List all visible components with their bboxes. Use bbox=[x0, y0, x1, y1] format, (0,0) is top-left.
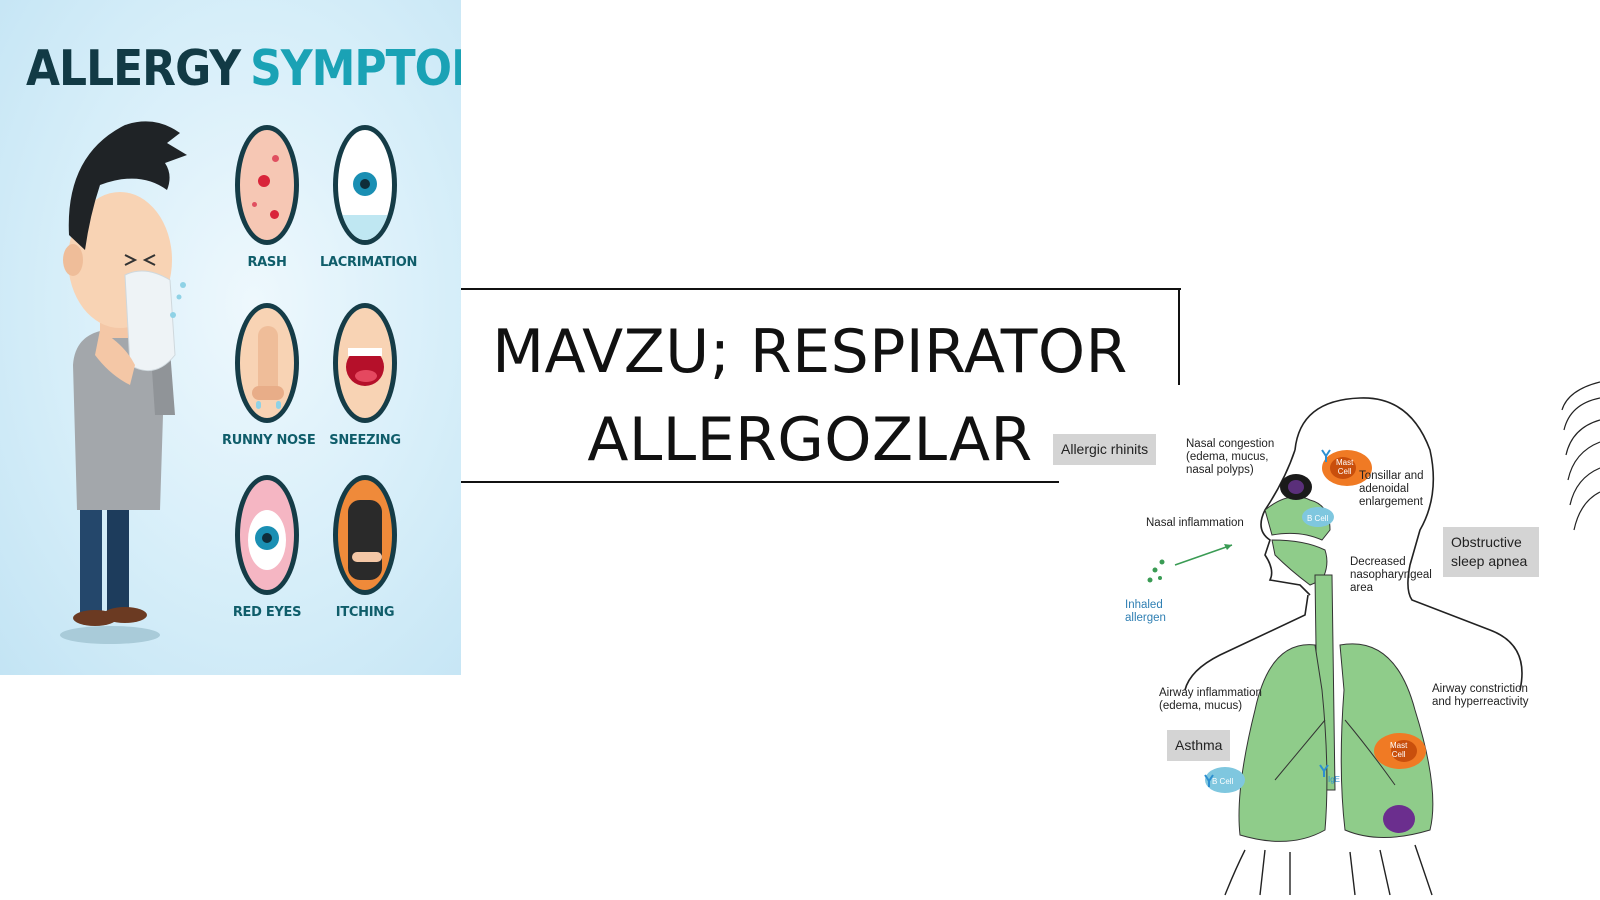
decreased-line3: area bbox=[1350, 582, 1374, 594]
symptom-label: RED EYES bbox=[232, 605, 302, 620]
tonsillar-line1: Tonsillar and bbox=[1359, 470, 1424, 482]
ige-label: IgE bbox=[1328, 775, 1341, 784]
respiratory-allergy-diagram: Allergic rhinits Obstructive sleep apnea… bbox=[1053, 390, 1600, 900]
decreased-nasopharyngeal-label: Decreased nasopharyngeal area bbox=[1350, 556, 1432, 595]
respiratory-tract-illustration bbox=[1147, 397, 1523, 896]
title-frame-bottom-line bbox=[461, 481, 1059, 483]
obstructive-sleep-apnea-label: Obstructive sleep apnea bbox=[1443, 527, 1539, 577]
symptom-label: RASH bbox=[247, 255, 287, 270]
inhaled-line2: allergen bbox=[1125, 612, 1166, 624]
slide-title: MAVZU; RESPIRATOR ALLERGOZLAR bbox=[480, 308, 1140, 484]
decreased-line2: nasopharyngeal bbox=[1350, 569, 1432, 581]
poster-title-part1: ALLERGY bbox=[26, 40, 241, 98]
symptom-lacrimation: LACRIMATION bbox=[320, 125, 418, 270]
red-eye-icon bbox=[235, 475, 299, 595]
slide-title-line2: ALLERGOZLAR bbox=[587, 405, 1033, 475]
runny-nose-icon bbox=[235, 303, 299, 423]
tonsillar-line2: adenoidal bbox=[1359, 483, 1409, 495]
b-cell-label-top: B Cell bbox=[1307, 514, 1329, 523]
rash-icon bbox=[235, 125, 299, 245]
symptom-rash: RASH bbox=[222, 125, 312, 270]
symptom-red-eyes: RED EYES bbox=[222, 475, 312, 620]
symptom-label: RUNNY NOSE bbox=[222, 433, 316, 448]
nasal-congestion-label: Nasal congestion (edema, mucus, nasal po… bbox=[1186, 438, 1274, 477]
mast-cell-label-bottom: Mast Cell bbox=[1390, 741, 1407, 759]
asthma-label: Asthma bbox=[1167, 730, 1231, 761]
airway-inflammation-label: Airway inflammation (edema, mucus) bbox=[1159, 687, 1262, 713]
nasal-congestion-line2: (edema, mucus, bbox=[1186, 451, 1269, 463]
symptom-sneezing: SNEEZING bbox=[320, 303, 410, 448]
poster-title: ALLERGYSYMPTOMS bbox=[26, 40, 461, 97]
slide-title-line1: MAVZU; RESPIRATOR bbox=[492, 317, 1128, 387]
inhaled-allergen-label: Inhaled allergen bbox=[1125, 599, 1166, 625]
symptom-runny-nose: RUNNY NOSE bbox=[222, 303, 316, 448]
allergy-symptoms-poster: ALLERGYSYMPTOMS bbox=[0, 0, 461, 675]
symptom-itching: ITCHING bbox=[320, 475, 410, 620]
obstructive-line1: Obstructive bbox=[1451, 534, 1522, 550]
symptom-label: LACRIMATION bbox=[320, 255, 418, 270]
b-cell-label-bottom: B Cell bbox=[1212, 777, 1234, 786]
lacrimation-eye-icon bbox=[333, 125, 397, 245]
nasal-congestion-line1: Nasal congestion bbox=[1186, 438, 1275, 450]
sneezing-man-illustration bbox=[60, 121, 187, 644]
poster-title-part2: SYMPTOMS bbox=[250, 40, 461, 98]
mast-cell-bottom-line2: Cell bbox=[1391, 750, 1406, 759]
decreased-line1: Decreased bbox=[1350, 556, 1406, 568]
airway-inflammation-line1: Airway inflammation bbox=[1159, 687, 1262, 699]
mast-cell-label-top: Mast Cell bbox=[1336, 458, 1353, 476]
mast-cell-bottom-line1: Mast bbox=[1390, 741, 1408, 750]
decorative-arc-lines bbox=[1561, 381, 1600, 531]
symptom-label: ITCHING bbox=[335, 605, 395, 620]
tonsillar-line3: enlargement bbox=[1359, 496, 1423, 508]
obstructive-line2: sleep apnea bbox=[1451, 553, 1528, 569]
airway-constriction-line2: and hyperreactivity bbox=[1432, 696, 1529, 708]
airway-constriction-label: Airway constriction and hyperreactivity bbox=[1432, 683, 1529, 709]
tonsillar-label: Tonsillar and adenoidal enlargement bbox=[1359, 470, 1424, 509]
mast-cell-top-line2: Cell bbox=[1337, 467, 1352, 476]
sneezing-mouth-icon bbox=[333, 303, 397, 423]
allergic-rhinitis-label: Allergic rhinits bbox=[1053, 434, 1157, 465]
nasal-inflammation-label: Nasal inflammation bbox=[1146, 517, 1244, 529]
title-frame-right-line bbox=[1178, 288, 1180, 385]
symptom-label: SNEEZING bbox=[329, 433, 401, 448]
airway-inflammation-line2: (edema, mucus) bbox=[1159, 700, 1243, 712]
title-frame-top-line bbox=[461, 288, 1181, 290]
airway-constriction-line1: Airway constriction bbox=[1432, 683, 1528, 695]
itching-icon bbox=[333, 475, 397, 595]
mast-cell-top-line1: Mast bbox=[1336, 458, 1354, 467]
inhaled-line1: Inhaled bbox=[1125, 599, 1163, 611]
nasal-congestion-line3: nasal polyps) bbox=[1186, 464, 1254, 476]
